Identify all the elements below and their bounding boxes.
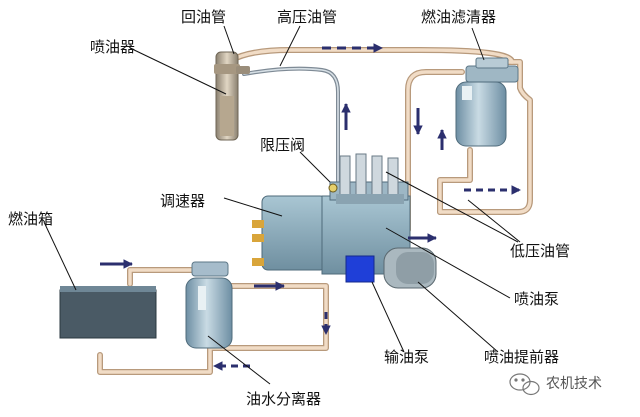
injector [214,51,250,141]
injection-pump [252,153,437,289]
label-injection-pump: 喷油泵 [514,290,559,308]
labels: 回油管 高压油管 燃油滤清器 喷油器 限压阀 调速器 燃油箱 低压油管 喷油泵 … [8,8,570,408]
label-return-pipe: 回油管 [181,8,226,26]
watermark-text: 农机技术 [546,376,602,392]
fuel-tank [59,286,157,339]
wechat-icon [509,373,540,396]
watermark: 农机技术 [509,373,602,396]
high-pressure-pipe [242,66,340,184]
label-governor: 调速器 [160,192,205,210]
label-transfer-pump: 输油泵 [384,348,429,366]
low-pressure-pipes [97,47,533,375]
label-fuel-filter: 燃油滤清器 [421,8,496,26]
label-low-pressure-pipe: 低压油管 [510,242,570,260]
label-high-pressure-pipe: 高压油管 [277,8,337,26]
label-water-separator: 油水分离器 [246,390,321,408]
label-injector: 喷油器 [90,38,135,56]
label-pressure-limit-valve: 限压阀 [260,136,305,154]
label-injection-advancer: 喷油提前器 [484,348,559,366]
fuel-filter [455,57,519,147]
water-separator [185,261,233,349]
label-fuel-tank: 燃油箱 [8,210,53,228]
flow-arrows [100,43,521,371]
leader-lines [43,25,521,385]
